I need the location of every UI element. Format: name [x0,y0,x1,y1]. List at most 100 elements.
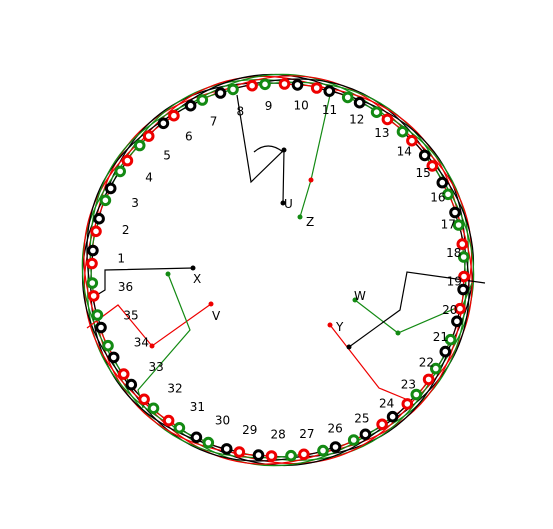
slot-number-label: 27 [299,427,314,441]
slot-number-label: 2 [122,223,130,237]
slot-terminal-ring [173,422,186,434]
junction-red-dot [149,343,155,349]
slot-terminal-ring [125,378,138,391]
slot-number-label: 33 [149,360,164,374]
slot-terminal-ring [353,96,366,109]
slot-terminal-ring [298,448,310,461]
slot-terminal-ring [457,251,470,263]
slot-terminal-ring [202,436,215,449]
slot-terminal-ring [323,85,336,97]
lead-w [354,282,473,334]
slot-terminal-ring [442,188,454,201]
slot-number-label: 10 [294,98,309,112]
slot-terminal-ring [396,125,409,138]
slot-terminal-ring [196,94,209,106]
slot-terminal-ring [168,109,180,122]
slot-terminal-ring [370,106,383,118]
slot-number-label: 19 [447,275,462,289]
slot-number-label: 15 [416,166,431,180]
slot-number-label: 6 [185,130,193,144]
slot-terminal-ring [439,345,452,358]
junction-green-right-dot [395,330,401,336]
junction-green-dot [165,271,171,277]
slot-terminal-ring [376,418,388,431]
slot-number-label: 1 [117,252,125,266]
terminal-v-dot [208,301,214,307]
slot-number-label: 12 [349,112,364,126]
slot-terminal-ring [133,139,146,152]
slot-terminal-ring [291,79,304,91]
slot-terminal-ring [430,362,442,375]
coil-end-arcs [81,73,475,467]
terminal-z-label: Z [306,215,314,229]
slot-terminal-ring [114,165,126,178]
junction-red-top-dot [308,177,314,183]
slot-terminal-ring [422,373,435,386]
slot-terminal-ring [359,428,372,441]
slot-terminal-ring [386,410,399,423]
slot-terminal-ring [252,449,265,461]
slot-terminal-ring [233,446,246,458]
slot-number-label: 14 [397,144,412,158]
slot-terminal-ring [157,117,170,130]
slot-terminals [86,78,470,462]
slot-number-label: 8 [237,104,245,118]
slot-number-label: 28 [271,428,286,442]
slot-terminal-ring [147,402,160,415]
junction-black-dot [346,344,352,350]
slot-number-label: 11 [322,103,337,117]
slot-terminal-ring [87,290,100,302]
slot-terminal-ring [104,182,117,195]
slot-terminal-ring [87,244,99,257]
slot-terminal-ring [91,309,104,321]
slot-terminal-ring [259,78,271,91]
slot-terminal-ring [401,398,414,410]
slot-terminal-ring [117,368,130,380]
slot-terminal-ring [452,219,465,231]
lead-u [236,94,285,204]
slot-terminal-ring [436,176,449,189]
slot-terminal-ring [214,87,227,99]
lead-y [329,324,409,401]
slot-number-label: 22 [419,355,434,369]
slot-terminal-ring [90,225,102,238]
terminal-z-dot [297,214,303,220]
terminal-u-dot [280,200,286,206]
slot-terminal-ring [410,388,423,401]
slot-number-label: 16 [430,191,445,205]
slot-terminal-ring [227,83,239,96]
slot-number-label: 29 [242,423,257,437]
slot-terminal-ring [220,443,233,455]
slot-terminal-ring [246,79,258,92]
slot-terminal-ring [86,257,98,270]
slot-number-label: 17 [441,218,456,232]
slot-number-label: 26 [328,422,343,436]
slot-number-label: 7 [210,115,218,129]
slot-terminal-ring [317,444,329,457]
slot-terminal-ring [426,160,439,172]
slot-terminal-ring [138,393,150,406]
slot-terminal-ring [449,206,461,219]
slot-terminal-ring [95,321,107,334]
slot-number-label: 4 [145,171,153,185]
terminal-x-label: X [193,272,201,286]
slot-terminal-ring [381,113,394,126]
terminal-y-dot [327,322,333,328]
slot-terminal-ring [121,154,134,167]
lead-black-right [348,271,486,348]
terminal-y-label: Y [335,320,344,334]
slot-terminal-ring [310,82,323,94]
terminal-v-label: V [212,309,221,323]
lead-x [91,267,194,299]
slot-number-label: 32 [167,382,182,396]
slot-number-label: 30 [215,414,230,428]
slot-number-label: 35 [123,309,138,323]
slot-terminal-ring [86,277,99,289]
lead-u-coil [253,145,284,153]
slot-terminal-ring [406,134,418,147]
slot-terminal-ring [285,449,297,462]
slot-terminal-ring [93,212,105,225]
slot-terminal-ring [278,78,291,90]
